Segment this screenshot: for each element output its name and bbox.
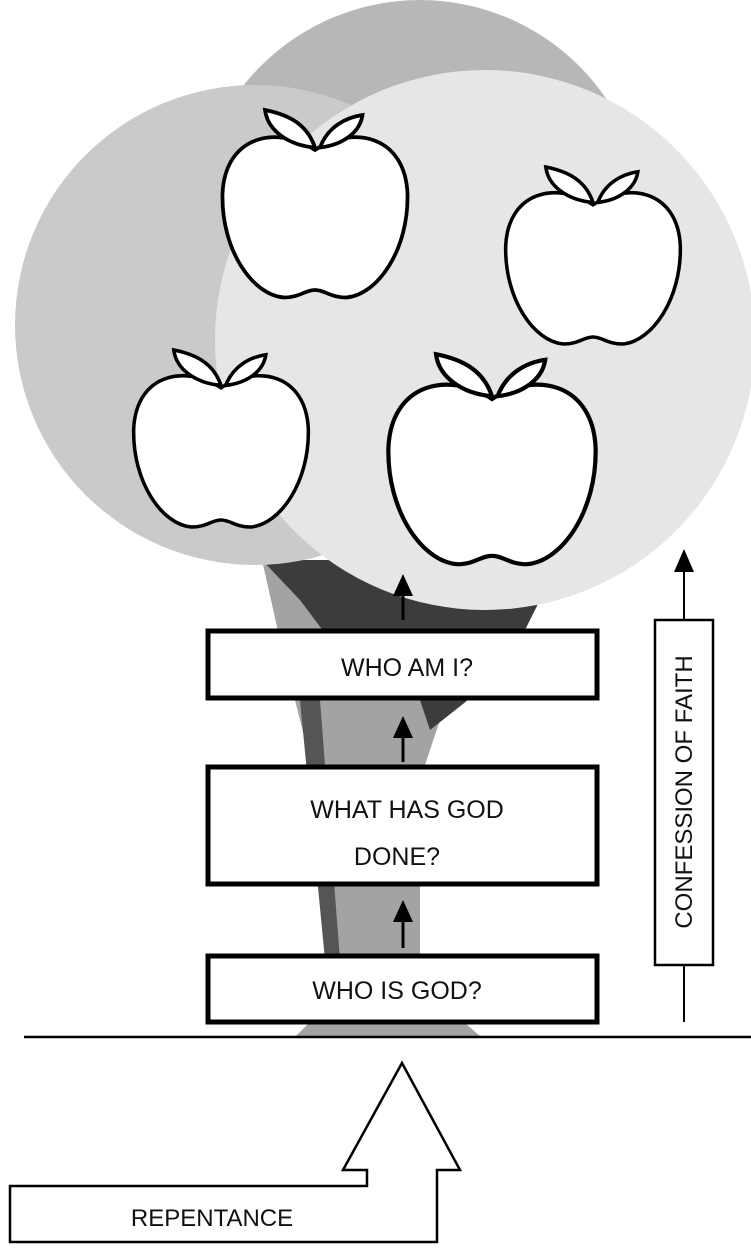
box-what-has-god-done: WHAT HAS GOD DONE? xyxy=(205,764,600,887)
apple-icon xyxy=(503,164,683,346)
repentance-arrow: REPENTANCE xyxy=(8,1060,463,1244)
repentance-label: REPENTANCE xyxy=(131,1205,293,1232)
apple-icon xyxy=(386,351,598,567)
box-what-has-god-done-line1: WHAT HAS GOD xyxy=(310,796,504,824)
box-who-am-i: WHO AM I? xyxy=(205,628,600,701)
confession-arrow: CONFESSION OF FAITH xyxy=(653,549,715,1022)
up-arrow-icon xyxy=(393,900,413,948)
box-who-is-god: WHO IS GOD? xyxy=(205,953,600,1025)
confession-of-faith-label: CONFESSION OF FAITH xyxy=(671,655,698,928)
up-arrow-icon xyxy=(393,716,413,762)
up-arrow-icon xyxy=(393,574,413,620)
apple-icon xyxy=(220,107,410,300)
box-who-am-i-label: WHO AM I? xyxy=(341,654,473,682)
box-who-is-god-label: WHO IS GOD? xyxy=(312,977,481,1005)
box-what-has-god-done-line2: DONE? xyxy=(354,843,440,871)
apple-icon xyxy=(131,347,311,529)
